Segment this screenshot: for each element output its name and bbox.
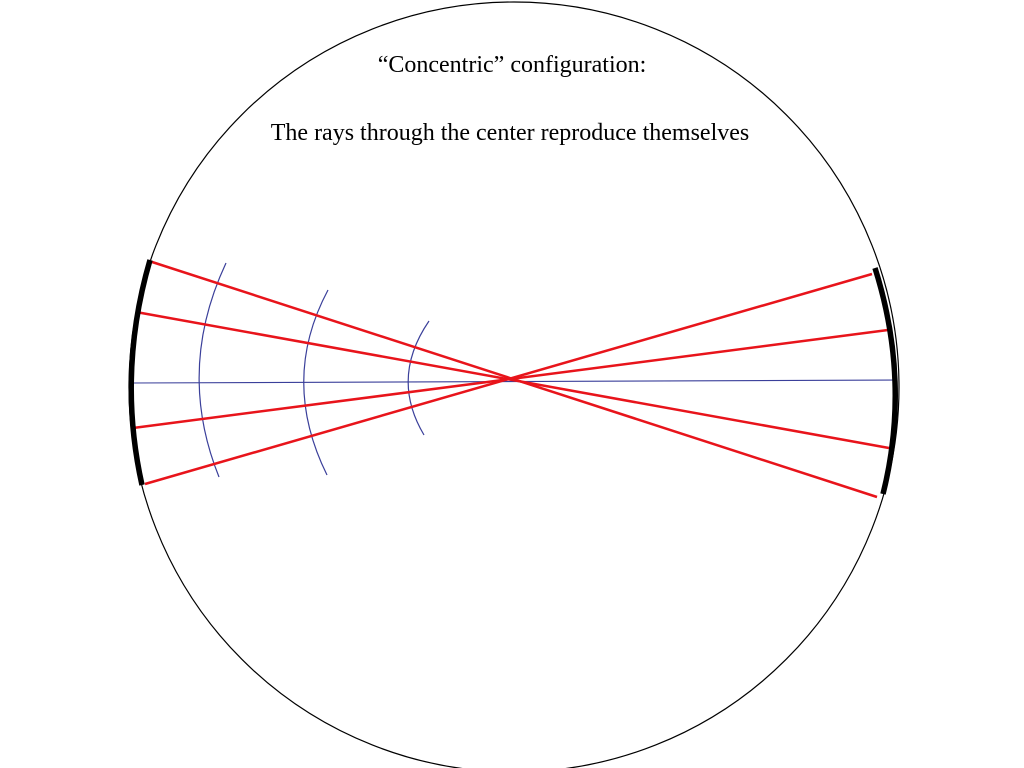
wavefront-outer xyxy=(198,262,227,478)
optical-axis xyxy=(130,379,896,384)
right-mirror xyxy=(872,267,898,495)
left-mirror xyxy=(128,259,153,486)
slide-title: “Concentric” configuration: xyxy=(377,52,647,78)
wavefront-inner xyxy=(407,320,430,436)
ray-4 xyxy=(144,272,873,486)
wavefront-middle xyxy=(303,289,329,476)
cavity-circle xyxy=(128,1,900,768)
slide-subtitle: The rays through the center reproduce th… xyxy=(270,120,750,146)
